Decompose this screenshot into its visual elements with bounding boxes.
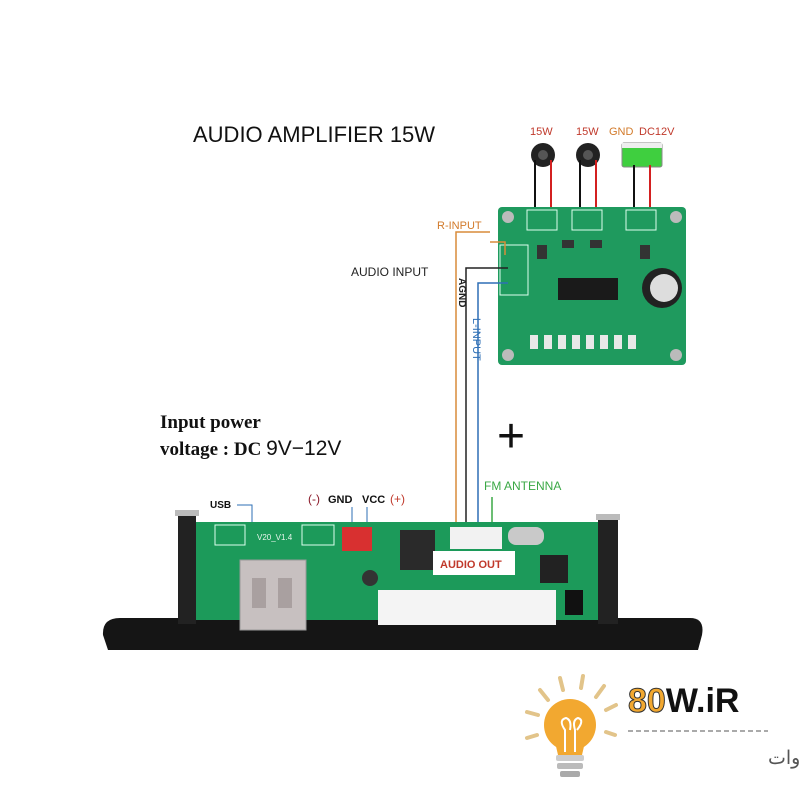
audio-input-wires xyxy=(455,231,508,530)
usb-label: USB xyxy=(210,500,231,511)
module-vcc-label: VCC xyxy=(362,494,385,506)
brand-rest: W.iR xyxy=(666,682,740,720)
plus-label: (+) xyxy=(390,492,405,506)
mp3-module-board: V20_V1.4 xyxy=(196,522,598,631)
power-connector xyxy=(342,527,372,551)
power-note-prefix: voltage : DC xyxy=(160,439,266,460)
amp-dc-label: DC12V xyxy=(639,126,675,138)
diagram-title: AUDIO AMPLIFIER 15W xyxy=(193,122,435,147)
speaker-right-label: 15W xyxy=(576,126,599,138)
audio-input-label: AUDIO INPUT xyxy=(351,265,429,279)
audio-out-label-box xyxy=(433,551,515,575)
power-note-line2: voltage : DC 9V−12V xyxy=(160,437,341,460)
speaker-left-label: 15W xyxy=(530,126,553,138)
store-tagline: فروشگاه ۸۰ وات xyxy=(768,746,800,769)
agnd-label: AGND xyxy=(456,278,467,307)
l-input-label: L-INPUT xyxy=(470,318,482,361)
board-version-label: V20_V1.4 xyxy=(257,533,293,542)
amp-gnd-label: GND xyxy=(609,126,634,138)
fm-antenna-label: FM ANTENNA xyxy=(484,479,561,493)
speaker-right-icon xyxy=(576,143,600,167)
speaker-left-icon xyxy=(531,143,555,167)
lightbulb-icon xyxy=(525,674,618,777)
module-gnd-label: GND xyxy=(328,494,353,506)
audio-out-label: AUDIO OUT xyxy=(440,559,502,571)
r-input-label: R-INPUT xyxy=(437,220,482,232)
brand-number: 80 xyxy=(628,682,666,720)
power-note-voltage: 9V−12V xyxy=(266,437,341,460)
brand-name: 80W.iR xyxy=(628,682,740,720)
speaker-wires xyxy=(534,160,651,215)
plus-sign: + xyxy=(497,410,525,463)
power-note-line1: Input power xyxy=(160,412,261,433)
amplifier-board xyxy=(498,207,686,365)
usb-port xyxy=(239,559,307,631)
store-logo: 80W.iR فروشگاه ۸۰ وات xyxy=(525,674,800,777)
power-connector-icon xyxy=(621,142,663,168)
minus-label: (-) xyxy=(308,492,320,506)
